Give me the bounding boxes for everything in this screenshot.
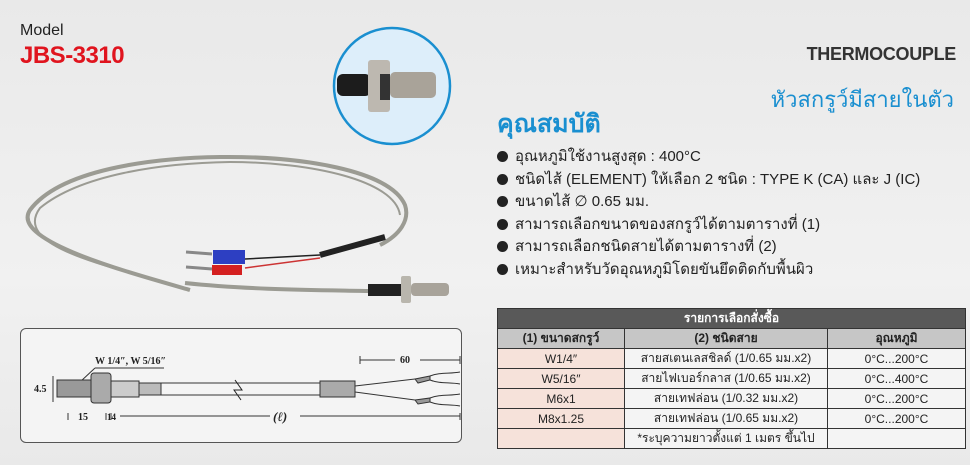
cell: สายเทฟล่อน (1/0.32 มม.x2) — [624, 388, 828, 409]
spec-text: ขนาดไส้ ∅ 0.65 มม. — [515, 193, 650, 210]
table-row: W5/16″สายไฟเบอร์กลาส (1/0.65 มม.x2)0°C..… — [497, 368, 966, 389]
spec-heading: คุณสมบัติ — [497, 110, 601, 138]
dim-diameter: 4.5 — [34, 384, 47, 395]
spec-item: ขนาดไส้ ∅ 0.65 มม. — [497, 191, 920, 214]
spec-text: สามารถเลือกชนิดสายได้ตามตารางที่ (2) — [515, 238, 777, 255]
cell: M8x1.25 — [497, 408, 625, 429]
header-temperature: อุณหภูมิ — [827, 328, 966, 349]
dim-thread: 15 — [78, 412, 88, 423]
dim-nut: 14 — [107, 412, 117, 422]
product-photo — [25, 26, 452, 303]
spec-text: ชนิดไส้ (ELEMENT) ให้เลือก 2 ชนิด : TYPE… — [515, 170, 921, 188]
heat-shrink — [319, 234, 386, 258]
spec-text: เหมาะสำหรับวัดอุณหภูมิโดยขันยึดติดกับพื้… — [515, 260, 814, 278]
spec-item: อุณหภูมิใช้งานสูงสุด : 400°C — [497, 146, 920, 169]
model-code: JBS-3310 — [20, 42, 125, 69]
cell: 0°C...200°C — [827, 388, 966, 409]
table-title: รายการเลือกสั่งซื้อ — [497, 308, 966, 329]
bullet-icon — [497, 151, 508, 162]
table-row: *ระบุความยาวตั้งแต่ 1 เมตร ขึ้นไป — [497, 428, 966, 449]
photo-nut — [401, 276, 411, 303]
spec-text: อุณหภูมิใช้งานสูงสุด : 400°C — [515, 148, 701, 165]
table-row: W1/4″สายสเตนเลสชิลด์ (1/0.65 มม.x2)0°C..… — [497, 348, 966, 369]
dim-leads: 60 — [400, 355, 410, 366]
cell — [827, 428, 966, 449]
cell: สายสเตนเลสชิลด์ (1/0.65 มม.x2) — [624, 348, 828, 369]
photo-thread — [411, 283, 449, 296]
zoom-circle — [332, 26, 452, 146]
cell: M6x1 — [497, 388, 625, 409]
dimension-diagram: W 1/4″, W 5/16″ 4.5 15 14 (ℓ) 60 — [20, 328, 462, 443]
bullet-icon — [497, 173, 508, 185]
header-screw-size: (1) ขนาดสกรูว์ — [497, 328, 625, 349]
bullet-icon — [497, 241, 508, 252]
cell: สายเทฟล่อน (1/0.65 มม.x2) — [624, 408, 828, 429]
cable-loop — [25, 154, 409, 293]
spec-item: สามารถเลือกชนิดสายได้ตามตารางที่ (2) — [497, 236, 920, 259]
sleeve-shape — [319, 380, 356, 398]
cell: W1/4″ — [497, 348, 625, 369]
dim-length: (ℓ) — [273, 409, 287, 424]
red-terminal — [212, 265, 242, 275]
spec-item: สามารถเลือกขนาดของสกรูว์ได้ตามตารางที่ (… — [497, 214, 920, 237]
order-table: รายการเลือกสั่งซื้อ (1) ขนาดสกรูว์ (2) ช… — [497, 308, 966, 449]
cell: 0°C...400°C — [827, 368, 966, 389]
product-subtitle: หัวสกรูว์มีสายในตัว — [770, 87, 954, 112]
spec-item: ชนิดไส้ (ELEMENT) ให้เลือก 2 ชนิด : TYPE… — [497, 169, 920, 192]
spec-text: สามารถเลือกขนาดของสกรูว์ได้ตามตารางที่ (… — [515, 215, 821, 233]
model-label: Model — [20, 22, 64, 39]
spec-item: เหมาะสำหรับวัดอุณหภูมิโดยขันยึดติดกับพื้… — [497, 259, 920, 282]
product-type: THERMOCOUPLE — [806, 44, 957, 64]
bullet-icon — [497, 218, 508, 230]
cell: 0°C...200°C — [827, 408, 966, 429]
cell: *ระบุความยาวตั้งแต่ 1 เมตร ขึ้นไป — [624, 428, 828, 449]
bullet-icon — [497, 263, 508, 275]
cell: W5/16″ — [497, 368, 625, 389]
nut-shape — [90, 372, 112, 404]
cell: สายไฟเบอร์กลาส (1/0.65 มม.x2) — [624, 368, 828, 389]
spec-list: อุณหภูมิใช้งานสูงสุด : 400°C ชนิดไส้ (EL… — [497, 146, 920, 281]
cell — [497, 428, 625, 449]
thread-label: W 1/4″, W 5/16″ — [95, 356, 166, 367]
bullet-icon — [497, 196, 508, 207]
cell: 0°C...200°C — [827, 348, 966, 369]
blue-terminal — [213, 250, 245, 264]
header-cable-type: (2) ชนิดสาย — [624, 328, 828, 349]
